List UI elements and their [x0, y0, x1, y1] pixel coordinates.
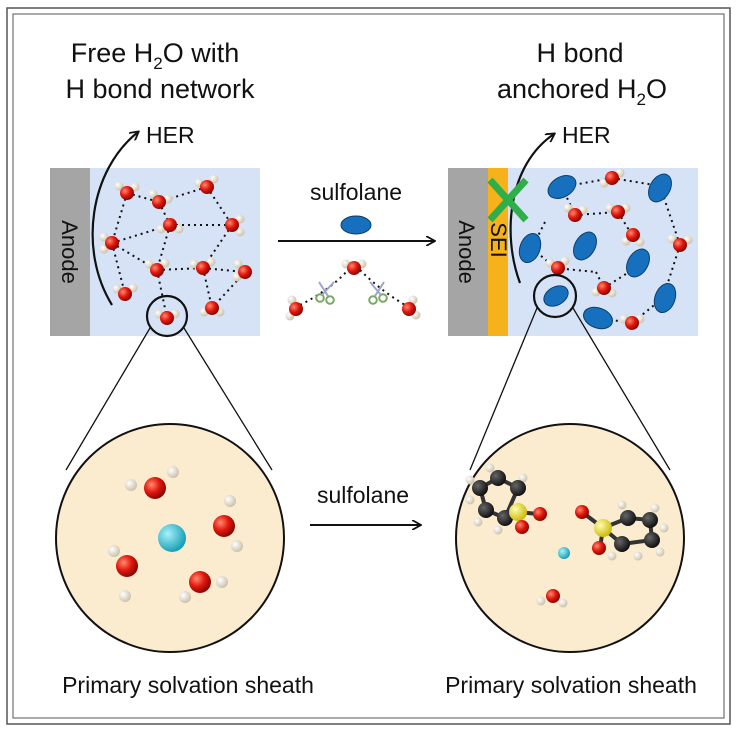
- middle-bottom-label: sulfolane: [317, 482, 409, 508]
- right-sheath-circle: [455, 423, 685, 653]
- right-anode-label: Anode: [454, 220, 479, 284]
- right-caption: Primary solvation sheath: [445, 672, 697, 698]
- right-zoom-line-a: [469, 307, 538, 471]
- right-anode: [448, 168, 488, 336]
- sulfolane-molecules: [518, 173, 677, 330]
- right-panel: Anode SEI: [448, 122, 698, 336]
- right-sulfolane-ball: [575, 500, 669, 561]
- left-anode-label: Anode: [57, 220, 82, 284]
- right-solvation-sheath: [455, 423, 685, 653]
- right-water-molecules: [545, 168, 693, 330]
- outer-border: [6, 7, 731, 725]
- left-anode: [50, 168, 90, 336]
- right-sheath-water: [536, 589, 568, 608]
- left-solvation-sheath: [55, 423, 285, 653]
- left-panel: Anode: [50, 122, 260, 338]
- inner-border: [12, 13, 725, 719]
- middle-top-label: sulfolane: [310, 179, 402, 205]
- left-water-molecules: [99, 174, 252, 325]
- right-title-line1: H bond: [536, 38, 623, 68]
- left-sulfolane-ball: [465, 463, 547, 535]
- scissors-icon-left: [315, 281, 335, 305]
- blocked-cross-icon: [487, 177, 529, 223]
- scissors-icon-right: [368, 281, 388, 305]
- right-zoom-circle: [532, 273, 578, 319]
- left-her-arrow: [91, 132, 138, 306]
- left-title-line2: H bond network: [65, 74, 255, 104]
- left-zoom-line-b: [183, 327, 273, 471]
- left-zoom-circle: [145, 294, 189, 338]
- left-cation: [158, 524, 186, 552]
- right-cation: [558, 547, 570, 559]
- sei-label: SEI: [486, 222, 511, 257]
- sulfolane-icon: [340, 215, 372, 235]
- left-her-label: HER: [146, 122, 195, 148]
- right-title-line2: anchored H2O: [497, 74, 667, 109]
- broken-hbond-icon: [285, 259, 421, 321]
- right-her-label: HER: [562, 122, 611, 148]
- left-zoom-line-a: [65, 327, 151, 471]
- left-caption: Primary solvation sheath: [62, 672, 314, 698]
- left-title-line1: Free H2O with: [71, 38, 240, 73]
- right-zoom-line-b: [572, 307, 671, 471]
